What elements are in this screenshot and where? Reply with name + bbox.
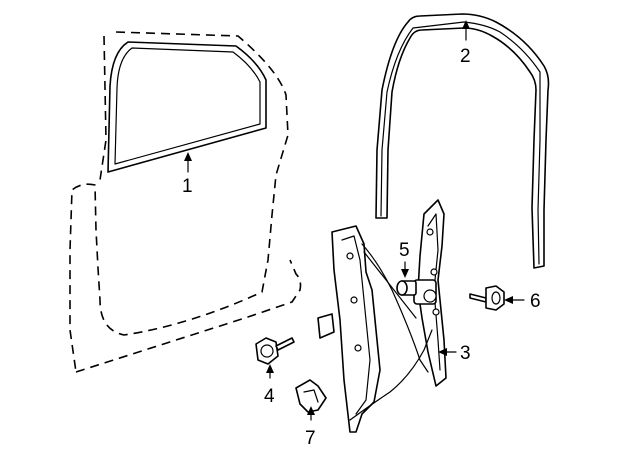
callout-4: 4 — [264, 386, 275, 407]
bolt — [469, 285, 505, 311]
callout-6: 6 — [530, 291, 541, 312]
door-shell-outline — [69, 31, 302, 373]
regulator-bolt — [255, 337, 295, 365]
callout-7: 7 — [305, 428, 316, 449]
door-glass — [107, 41, 267, 173]
callout-5: 5 — [399, 240, 410, 261]
window-regulator — [317, 199, 447, 433]
callout-2: 2 — [460, 46, 471, 67]
retainer-clip — [295, 379, 327, 413]
pivot-stud — [396, 280, 417, 296]
callout-1: 1 — [182, 176, 193, 197]
callout-3: 3 — [460, 343, 471, 364]
leader-lines — [184, 20, 525, 421]
glass-run-channel — [375, 13, 550, 269]
